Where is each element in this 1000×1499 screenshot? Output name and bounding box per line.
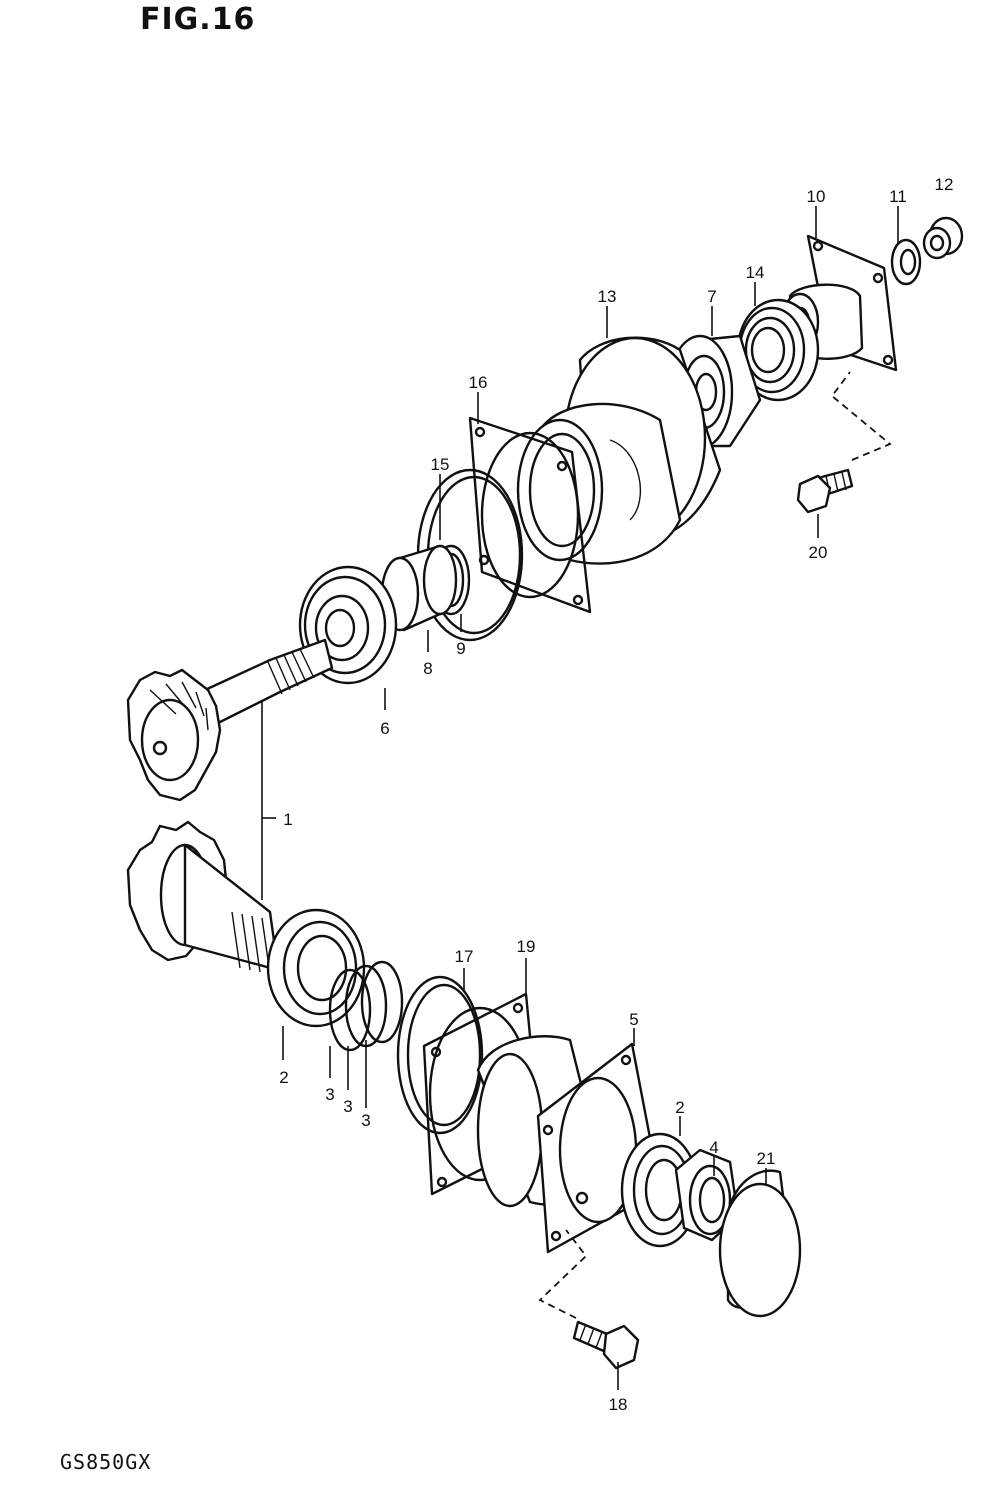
- callout-21: 21: [757, 1149, 776, 1168]
- lower-bevel-gear-shaft: [126, 820, 280, 975]
- callout-8: 8: [423, 659, 432, 678]
- callout-3: 3: [343, 1097, 352, 1116]
- callout-9: 9: [456, 639, 465, 658]
- callout-10: 10: [807, 187, 826, 206]
- bolt-20-leader: [830, 371, 892, 461]
- part-11-washer: [890, 238, 922, 286]
- callout-5: 5: [629, 1010, 638, 1029]
- bolt-18-leader: [538, 1229, 588, 1319]
- callout-19: 19: [517, 937, 536, 956]
- callout-labels: 1 2 2 3 3 3 4 5 6 7 8 9 10 11 12 13 14 1…: [279, 175, 953, 1414]
- callout-6: 6: [380, 719, 389, 738]
- callout-14: 14: [746, 263, 765, 282]
- callout-7: 7: [707, 287, 716, 306]
- callout-20: 20: [809, 543, 828, 562]
- part-12-nut: [922, 216, 964, 260]
- callout-3: 3: [325, 1085, 334, 1104]
- model-code: GS850GX: [60, 1450, 152, 1474]
- callout-18: 18: [609, 1395, 628, 1414]
- callout-3: 3: [361, 1111, 370, 1130]
- part-17-o-ring: [396, 975, 484, 1135]
- callout-15: 15: [431, 455, 450, 474]
- part-2-bearing-lower-left: [266, 908, 366, 1028]
- part-16-gasket: [468, 416, 592, 614]
- callout-4: 4: [709, 1138, 718, 1157]
- callout-16: 16: [469, 373, 488, 392]
- part-20-bolt: [796, 468, 854, 514]
- callout-17: 17: [455, 947, 474, 966]
- callout-1: 1: [283, 810, 292, 829]
- callout-12: 12: [935, 175, 954, 194]
- part-18-bolt: [572, 1320, 640, 1370]
- part-3-shims: [328, 960, 404, 1052]
- figure-title: FIG.16: [140, 2, 256, 37]
- part-21-cap: [718, 1169, 802, 1318]
- leader-lines: [261, 206, 899, 1390]
- part-14-bearing: [736, 298, 820, 402]
- part-13-housing: [516, 336, 722, 565]
- upper-bevel-gear-shaft: [126, 638, 334, 802]
- callout-2: 2: [675, 1098, 684, 1117]
- part-4-nut: [674, 1148, 740, 1242]
- callout-11: 11: [889, 187, 907, 206]
- callout-2: 2: [279, 1068, 288, 1087]
- callout-13: 13: [598, 287, 617, 306]
